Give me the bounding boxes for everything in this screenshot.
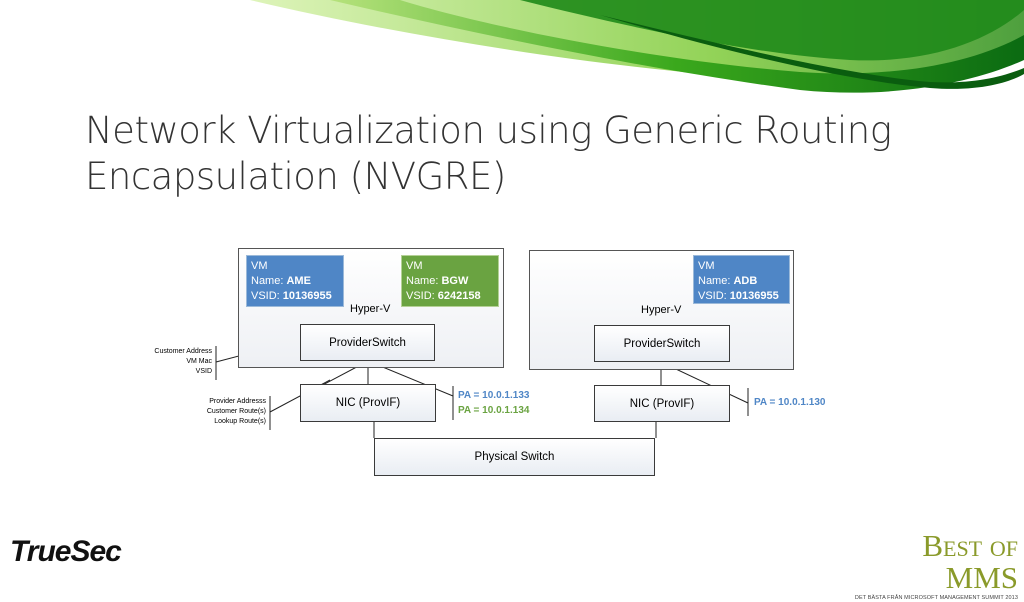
vm-bgw-vsid: 6242158 [437,290,481,302]
host-1-hyperv-label: Hyper-V [350,303,391,315]
physical-switch[interactable]: Physical Switch [374,438,655,476]
vm-adb-vsid: 10136955 [729,290,779,302]
switch-info-annotation: Customer Address VM Mac VSID [120,347,212,377]
vm-ame-vsid-row: VSID: 10136955 [251,290,332,302]
slide-title: Network Virtualization using Generic Rou… [85,108,945,200]
vm-ame-name-row: Name: AME [251,275,311,287]
vm-bgw-vsid-row: VSID: 6242158 [406,290,481,302]
switch-info-line-2: VM Mac [186,358,212,365]
host-1-provider-switch[interactable]: ProviderSwitch [300,324,435,361]
slide: Network Virtualization using Generic Rou… [10,0,1024,601]
vm-adb-name: ADB [733,275,758,287]
connector-lines [215,304,749,438]
best-of-mms-logo: Best of MMS DET BÄSTA FRÅN MICROSOFT MAN… [846,530,1018,602]
host-2-hyperv-label: Hyper-V [641,304,682,316]
slide-title-line-1: Network Virtualization using Generic Rou… [85,109,892,152]
host-1-nic[interactable]: NIC (ProvIF) [300,384,436,422]
best-of-mms-logo-main: Best of MMS [922,528,1018,595]
vm-bgw[interactable]: VM Name: BGW VSID: 6242158 [401,255,499,307]
green-swoosh-banner [250,0,1024,93]
best-of-mms-logo-sub: DET BÄSTA FRÅN MICROSOFT MANAGEMENT SUMM… [854,595,1018,601]
vm-ame-name: AME [286,275,311,287]
host-1-pa-bgw: PA = 10.0.1.134 [458,405,530,416]
vm-bgw-name: BGW [441,275,469,287]
nic-info-line-1: Provider Addresss [209,398,266,405]
vm-ame-header: VM [251,260,268,272]
vm-adb-name-row: Name: ADB [698,275,758,287]
host-2-pa-adb: PA = 10.0.1.130 [754,397,826,408]
vm-ame-vsid: 10136955 [282,290,332,302]
slide-title-line-2: Encapsulation (NVGRE) [85,155,506,198]
vm-bgw-name-row: Name: BGW [406,275,469,287]
vm-ame[interactable]: VM Name: AME VSID: 10136955 [246,255,344,307]
switch-info-line-1: Customer Address [154,348,212,355]
host-2-provider-switch[interactable]: ProviderSwitch [594,325,730,362]
nic-info-annotation: Provider Addresss Customer Route(s) Look… [170,397,266,427]
vm-bgw-header: VM [406,260,423,272]
vm-adb[interactable]: VM Name: ADB VSID: 10136955 [693,255,790,304]
vm-adb-vsid-row: VSID: 10136955 [698,290,779,302]
nic-info-line-3: Lookup Route(s) [214,418,266,425]
host-2-nic[interactable]: NIC (ProvIF) [594,385,730,422]
truesec-logo: TrueSec [10,535,122,568]
host-1-pa-ame: PA = 10.0.1.133 [458,390,530,401]
vm-adb-header: VM [698,260,715,272]
switch-info-line-3: VSID [195,368,212,375]
nic-info-line-2: Customer Route(s) [206,408,266,415]
